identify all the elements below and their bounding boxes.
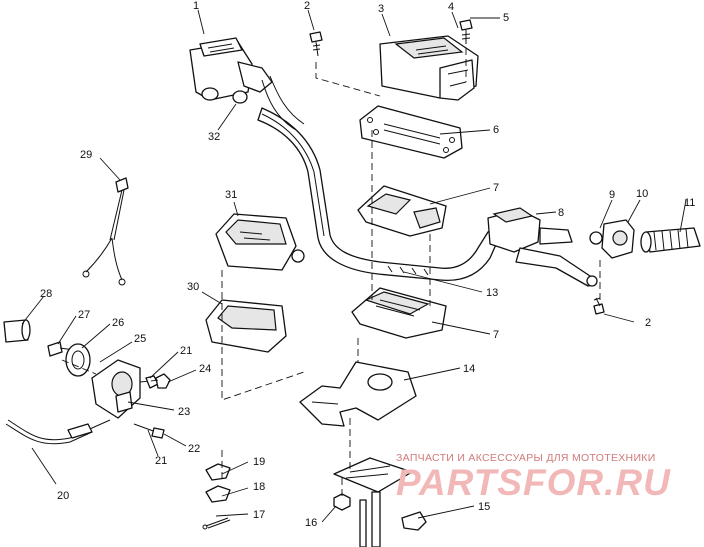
callout-14: 14 <box>463 363 475 375</box>
collar-9 <box>589 231 603 245</box>
callout-1: 1 <box>193 0 199 12</box>
nut <box>333 493 351 511</box>
callout-numbers: 1 2 3 4 5 6 7 8 9 10 11 13 7 2 14 15 16 … <box>40 0 695 529</box>
washer-upper <box>205 463 231 481</box>
callout-7-upper: 7 <box>493 182 499 194</box>
callout-3: 3 <box>378 3 384 15</box>
callout-23: 23 <box>178 406 190 418</box>
speedo-cable-adapter <box>91 359 141 419</box>
grip <box>640 227 701 253</box>
callout-2-right: 2 <box>645 317 651 329</box>
callout-20: 20 <box>57 490 69 502</box>
upper-clamp <box>357 185 447 237</box>
leader-lines <box>21 9 687 523</box>
callout-28: 28 <box>40 288 52 300</box>
callout-21-upper: 21 <box>180 345 192 357</box>
callout-32: 32 <box>208 131 220 143</box>
lower-clamp <box>351 287 447 339</box>
throttle-lever <box>487 207 598 287</box>
callout-9: 9 <box>609 189 615 201</box>
cotter-pin <box>202 517 231 530</box>
cable <box>5 419 111 445</box>
watermark-caption: ЗАПЧАСТИ И АКСЕССУАРЫ ДЛЯ МОТОТЕХНИКИ <box>396 452 656 464</box>
clip <box>401 511 427 531</box>
master-cylinder <box>189 37 305 131</box>
washer-lower <box>205 485 231 503</box>
grommet <box>232 90 248 104</box>
plug <box>3 319 31 343</box>
callout-18: 18 <box>253 481 265 493</box>
callout-2-top: 2 <box>304 0 310 12</box>
instrument-pod <box>205 299 287 353</box>
cover-plate <box>359 105 463 159</box>
callout-15: 15 <box>478 501 490 513</box>
callout-21-lower: 21 <box>155 455 167 467</box>
callout-4: 4 <box>448 1 454 13</box>
throttle-housing <box>601 219 635 259</box>
callout-27: 27 <box>78 309 90 321</box>
callout-22: 22 <box>188 443 200 455</box>
callout-26: 26 <box>112 317 124 329</box>
callout-17: 17 <box>253 509 265 521</box>
callout-16: 16 <box>305 517 317 529</box>
steering-post <box>333 457 413 547</box>
callout-8: 8 <box>558 207 564 219</box>
callout-30: 30 <box>187 281 199 293</box>
screw-top <box>309 31 323 57</box>
callout-5: 5 <box>503 12 509 24</box>
nut-24 <box>155 373 171 389</box>
callout-13: 13 <box>486 287 498 299</box>
callout-25: 25 <box>134 333 146 345</box>
seal-26 <box>65 343 91 377</box>
assembly-lines <box>61 48 601 496</box>
callout-11: 11 <box>684 197 695 209</box>
wire-harness <box>82 177 129 286</box>
screw-lever <box>593 297 605 315</box>
switch-housing <box>379 35 479 101</box>
callout-19: 19 <box>253 456 265 468</box>
screw-switch <box>459 19 473 44</box>
callout-10: 10 <box>636 188 648 200</box>
mounting-plate <box>299 361 417 427</box>
callout-7-lower: 7 <box>493 329 499 341</box>
callout-6: 6 <box>493 124 499 136</box>
callout-24: 24 <box>199 363 211 375</box>
speedometer <box>215 213 305 271</box>
watermark-logo: PARTSFOR.RU <box>396 462 671 503</box>
screw-22 <box>133 423 165 439</box>
callout-29: 29 <box>80 149 92 161</box>
callout-31: 31 <box>225 189 237 201</box>
